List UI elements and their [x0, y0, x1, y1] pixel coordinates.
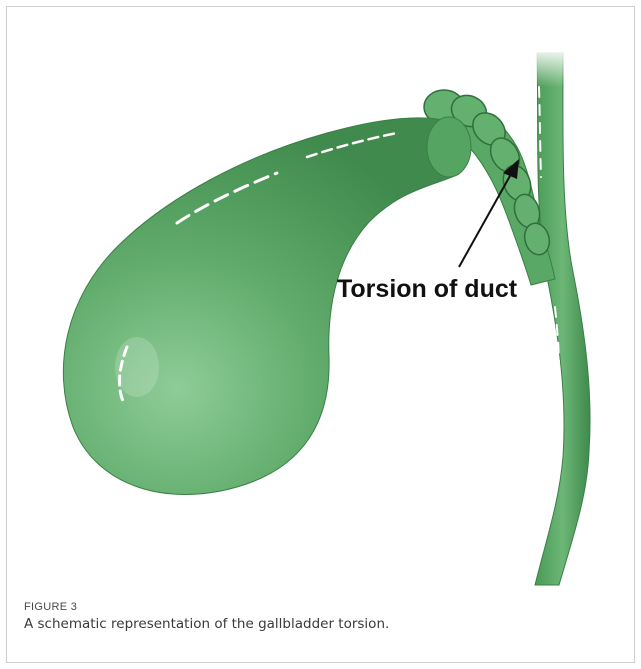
annotation-label: Torsion of duct [337, 275, 517, 304]
gallbladder [63, 118, 469, 495]
figure-caption: A schematic representation of the gallbl… [24, 616, 389, 632]
figure-frame: Torsion of duct FIGURE 3 A schematic rep… [6, 6, 635, 663]
gallbladder-illustration [7, 7, 634, 587]
bile-duct [535, 53, 590, 585]
gallbladder-neck [427, 117, 471, 177]
figure-number: FIGURE 3 [24, 601, 77, 613]
